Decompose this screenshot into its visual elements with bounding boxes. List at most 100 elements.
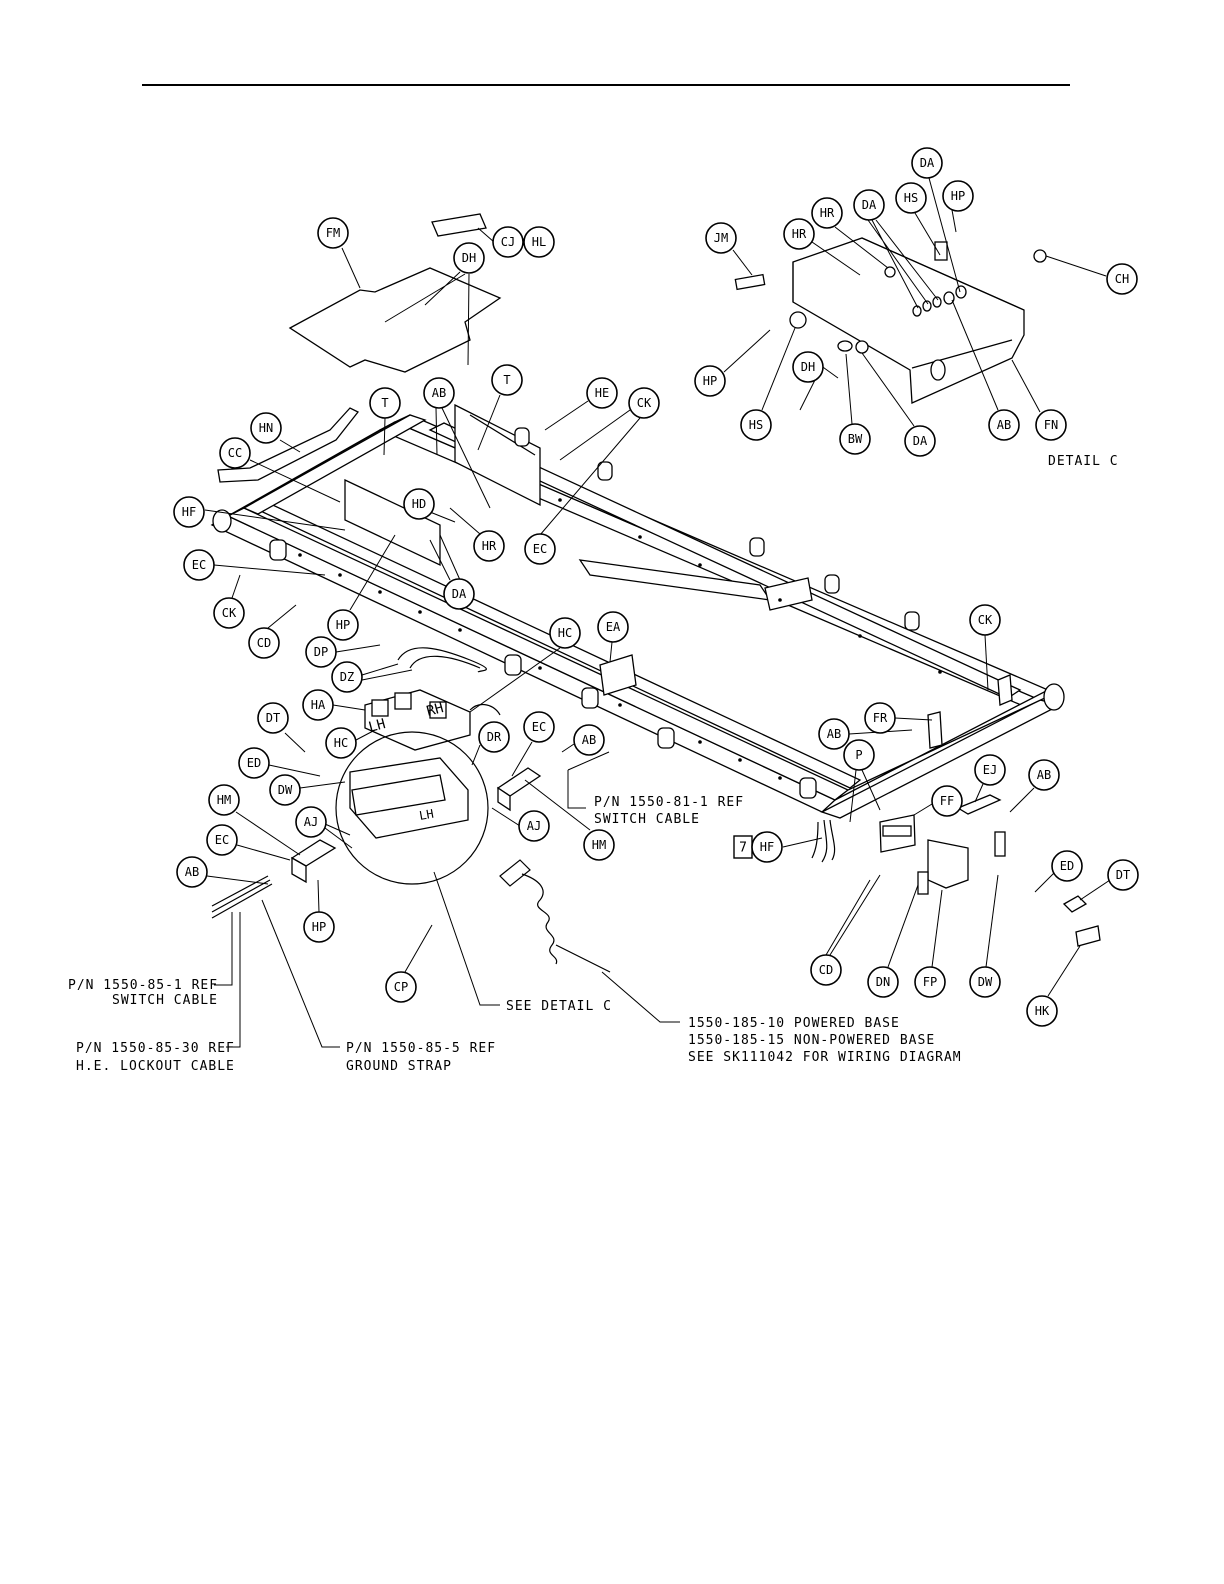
callout-balloon-label: HK <box>1035 1004 1050 1018</box>
callout-balloon-label: CD <box>257 636 271 650</box>
callout-balloon-circle <box>969 604 1001 636</box>
callout-balloon-circle <box>303 911 335 943</box>
detail-c-caption: DETAIL C <box>1048 454 1119 469</box>
callout-balloon: HP <box>942 180 974 212</box>
control-box-ha: LH RH <box>364 689 471 751</box>
callout-balloon-label: EJ <box>983 763 997 777</box>
detail-circle <box>335 731 489 885</box>
callout-balloon-label: DA <box>452 587 467 601</box>
callout-balloon-circle <box>914 966 946 998</box>
callout-balloon-circle <box>1028 759 1060 791</box>
callout-balloon-circle <box>1106 263 1138 295</box>
callout-balloon: DA <box>443 578 475 610</box>
callout-balloon-label: T <box>381 396 388 410</box>
callout-balloon-circle <box>811 197 843 229</box>
callout-balloon: HP <box>694 365 726 397</box>
callout-balloon-label: FN <box>1044 418 1058 432</box>
callout-balloon-circle <box>208 784 240 816</box>
callout-balloon-circle <box>295 806 327 838</box>
callout-balloon: EJ <box>974 754 1006 786</box>
callout-balloon: JM <box>705 222 737 254</box>
callout-balloon: AB <box>1028 759 1060 791</box>
callout-balloon: DW <box>269 774 301 806</box>
callout-balloon: ED <box>1051 850 1083 882</box>
callout-balloon-circle <box>583 829 615 861</box>
callout-balloon-label: FM <box>326 226 340 240</box>
callout-balloon-label: EA <box>606 620 621 634</box>
callout-balloon-label: HP <box>336 618 350 632</box>
callout-balloon-circle <box>478 721 510 753</box>
callout-balloon: AB <box>423 377 455 409</box>
svg-text:LH: LH <box>367 716 387 736</box>
callout-balloon-label: DH <box>462 251 476 265</box>
callout-balloon-label: HS <box>749 418 763 432</box>
callout-balloon: DN <box>867 966 899 998</box>
callout-balloon-label: AJ <box>527 819 541 833</box>
callout-balloon-circle <box>853 189 885 221</box>
callout-balloon-label: CK <box>637 396 652 410</box>
callout-balloon: HL <box>523 226 555 258</box>
callout-balloon-circle <box>250 412 282 444</box>
base-note-line2: 1550-185-15 NON-POWERED BASE <box>688 1033 935 1048</box>
callout-balloon: T <box>491 364 523 396</box>
callout-balloon: DR <box>478 721 510 753</box>
callout-balloon-label: P <box>855 748 862 762</box>
callout-balloon-label: HR <box>820 206 835 220</box>
callout-balloon: HM <box>583 829 615 861</box>
callout-balloon: CH <box>1106 263 1138 295</box>
callout-balloon: AB <box>988 409 1020 441</box>
callout-balloon: HR <box>783 218 815 250</box>
callout-balloon: HD <box>403 488 435 520</box>
callout-balloon: AB <box>818 718 850 750</box>
callout-balloon: HC <box>549 617 581 649</box>
callout-balloon: CJ <box>492 226 524 258</box>
callout-balloon: CD <box>810 954 842 986</box>
callout-balloon-circle <box>443 578 475 610</box>
callout-balloon: DT <box>257 702 289 734</box>
callout-balloon-circle <box>302 689 334 721</box>
callout-balloon: AB <box>573 724 605 756</box>
callout-balloon: DW <box>969 966 1001 998</box>
callout-balloon: EA <box>597 611 629 643</box>
callout-balloon-label: T <box>503 373 510 387</box>
callout-balloon-label: HF <box>182 505 196 519</box>
callout-balloon: CP <box>385 971 417 1003</box>
callout-balloon-label: AJ <box>304 815 318 829</box>
callout-balloon-label: DZ <box>340 670 354 684</box>
callout-balloon-label: DW <box>978 975 993 989</box>
callout-balloon-circle <box>1026 995 1058 1027</box>
callout-balloon-label: AB <box>582 733 596 747</box>
callout-balloon-circle <box>385 971 417 1003</box>
callout-balloon-label: AB <box>432 386 446 400</box>
arm-hn <box>217 407 360 483</box>
callout-balloon-circle <box>931 785 963 817</box>
callout-balloon-circle <box>705 222 737 254</box>
callout-balloon-label: ED <box>1060 859 1074 873</box>
callout-balloon-label: AB <box>827 727 841 741</box>
callout-balloon-circle <box>740 409 772 441</box>
callout-balloon-label: CP <box>394 980 408 994</box>
callout-balloon-circle <box>1035 409 1067 441</box>
callout-balloon-label: HM <box>217 793 231 807</box>
callout-balloon: CD <box>248 627 280 659</box>
callout-balloon-label: DA <box>862 198 877 212</box>
callout-balloon-label: CC <box>228 446 242 460</box>
callout-balloon: FP <box>914 966 946 998</box>
callout-balloon-label: FR <box>873 711 888 725</box>
callout-balloon: DH <box>792 351 824 383</box>
callout-balloon-circle <box>895 182 927 214</box>
callout-balloon: CK <box>969 604 1001 636</box>
callout-balloon: DA <box>853 189 885 221</box>
callout-balloon-circle <box>219 437 251 469</box>
callout-balloon-label: HL <box>532 235 546 249</box>
svg-text:LH: LH <box>418 807 435 823</box>
lockout-cable-line1: P/N 1550-85-30 REF <box>76 1041 235 1056</box>
callout-balloon: AJ <box>295 806 327 838</box>
callout-balloon-circle <box>694 365 726 397</box>
callout-balloon-label: EC <box>215 833 229 847</box>
callout-balloon: FF <box>931 785 963 817</box>
callout-balloon-circle <box>573 724 605 756</box>
